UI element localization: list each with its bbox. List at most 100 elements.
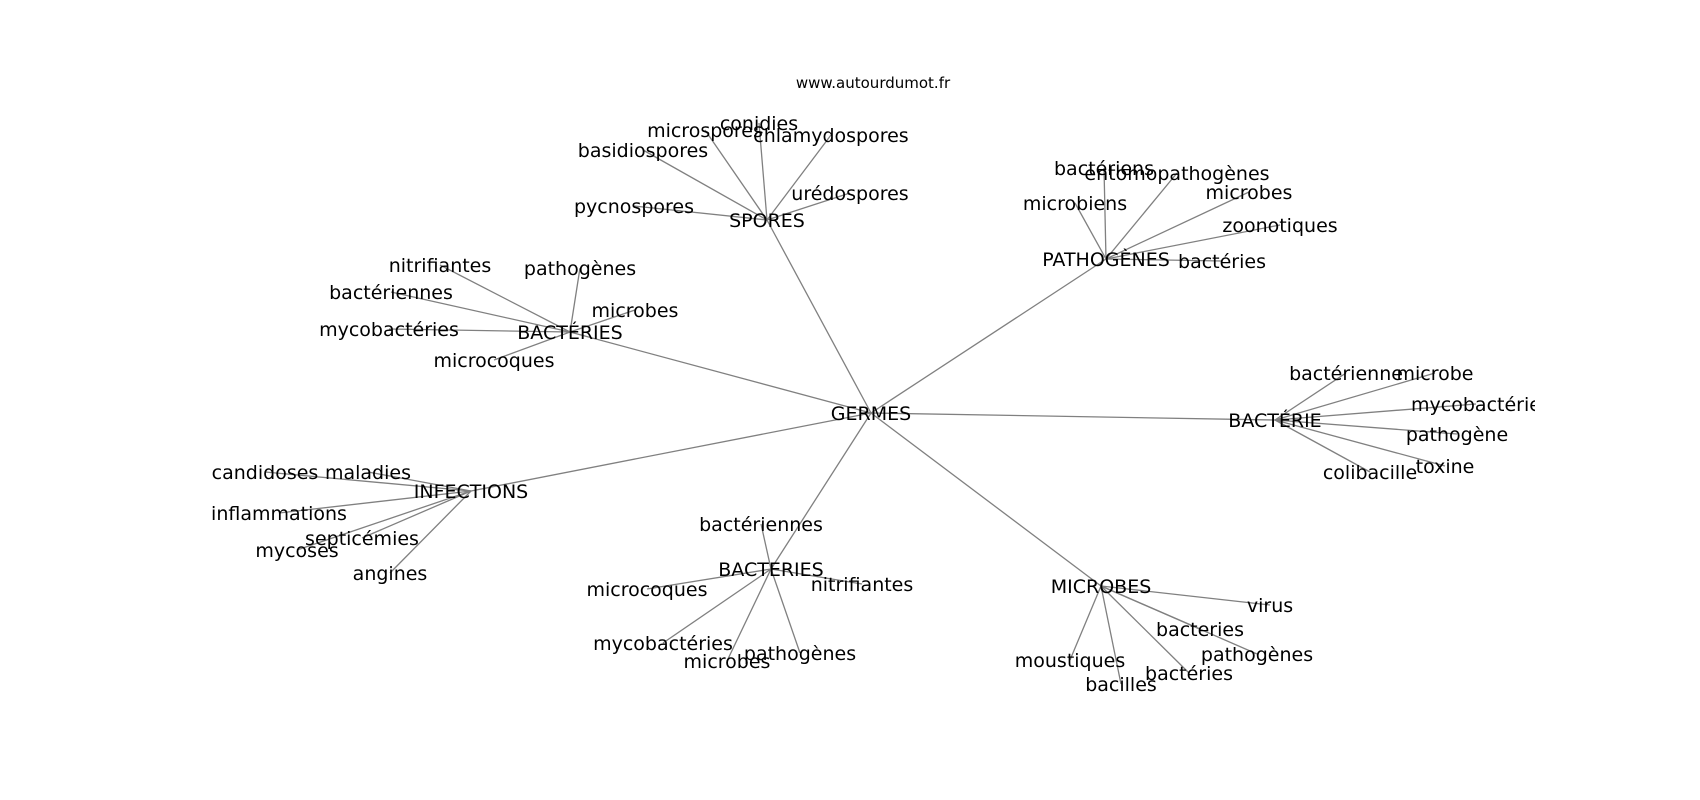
edge-center-to-hub	[470, 412, 872, 492]
leaf-node-label: candidoses	[212, 462, 319, 484]
leaf-node-label: virus	[1247, 595, 1293, 617]
leaf-node-label: microcoques	[433, 350, 554, 372]
leaf-node-label: pathogène	[1406, 424, 1508, 446]
edge-hub-to-leaf	[760, 523, 772, 570]
edge-hub-to-leaf	[389, 490, 472, 574]
leaf-node-label: microbiens	[1023, 193, 1127, 215]
edge-hub-to-leaf	[1103, 167, 1107, 260]
edge-hub-to-leaf	[770, 568, 801, 654]
leaf-node-label: moustiques	[1015, 650, 1126, 672]
edge-hub-to-leaf	[1069, 585, 1102, 661]
leaf-node-label: bactérienne	[1289, 363, 1403, 385]
leaf-node-label: pathogènes	[524, 258, 636, 280]
leaf-node-label: maladies	[325, 462, 411, 484]
edge-center-to-hub	[870, 412, 1276, 421]
edge-hub-to-leaf	[1105, 191, 1250, 260]
leaf-node-label: zoonotiques	[1222, 215, 1337, 237]
leaf-node-label: septicémies	[305, 528, 419, 550]
edge-hub-to-leaf	[1274, 372, 1436, 421]
leaf-node-label: pathogènes	[744, 643, 856, 665]
edge-hub-to-leaf	[642, 149, 768, 221]
leaf-node-label: bacteries	[1156, 619, 1244, 641]
edge-hub-to-leaf	[633, 205, 768, 221]
edge-hub-to-leaf	[1274, 372, 1347, 421]
edge-hub-to-leaf	[569, 309, 636, 333]
edge-hub-to-leaf	[1105, 258, 1223, 262]
edge-hub-to-leaf	[1100, 585, 1122, 685]
edge-hub-to-leaf	[766, 134, 832, 221]
edge-hub-to-leaf	[1100, 585, 1258, 655]
edge-hub-to-leaf	[367, 471, 472, 492]
edge-hub-to-leaf	[1274, 403, 1477, 421]
leaf-node-label: toxine	[1416, 456, 1475, 478]
edge-hub-to-leaf	[1105, 224, 1281, 260]
center-node-label: GERMES	[831, 403, 911, 425]
leaf-node-label: colibacille	[1323, 462, 1417, 484]
source-watermark: www.autourdumot.fr	[796, 74, 951, 92]
leaf-node-label: urédospores	[791, 183, 908, 205]
leaf-node-label: basidiospores	[578, 140, 708, 162]
leaf-node-label: nitrifiantes	[389, 255, 492, 277]
leaf-node-label: chlamydospores	[753, 125, 908, 147]
hub-node-label: INFECTIONS	[414, 481, 528, 503]
hub-node-label: BACTÉRIES	[517, 321, 622, 344]
edge-hub-to-leaf	[766, 192, 851, 221]
hub-node-label: SPORES	[729, 210, 805, 232]
leaf-node-label: microbes	[684, 651, 771, 673]
leaf-node-label: bacilles	[1085, 674, 1157, 696]
leaf-node-label: microbes	[592, 300, 679, 322]
edge-hub-to-leaf	[296, 490, 472, 551]
edge-hub-to-leaf	[1100, 585, 1271, 606]
edge-hub-to-leaf	[439, 264, 571, 333]
edge-center-to-hub	[766, 219, 872, 414]
edge-hub-to-leaf	[1105, 172, 1178, 260]
leaf-node-label: conidies	[720, 113, 798, 135]
edge-hub-to-leaf	[758, 122, 768, 221]
edge-hub-to-leaf	[1274, 419, 1371, 473]
edge-hub-to-leaf	[1074, 202, 1107, 260]
leaf-node-label: microbes	[1206, 182, 1293, 204]
leaf-node-label: bactériennes	[699, 514, 823, 536]
hub-node-label: MICROBES	[1051, 576, 1152, 598]
edge-hub-to-leaf	[361, 490, 472, 539]
edge-hub-to-leaf	[278, 490, 472, 514]
leaf-node-label: nitrifiantes	[811, 574, 914, 596]
leaf-node-label: bactéries	[1145, 663, 1233, 685]
leaf-node-label: mycobactéries	[593, 633, 733, 655]
edge-hub-to-leaf	[646, 568, 772, 590]
leaf-node-label: entomopathogènes	[1084, 163, 1269, 185]
edge-hub-to-leaf	[388, 328, 571, 333]
hub-node-label: BACTÉRIE	[1228, 409, 1321, 432]
edge-center-to-hub	[770, 412, 872, 570]
leaf-node-label: microbe	[1396, 363, 1473, 385]
leaf-node-label: bactéries	[1178, 251, 1266, 273]
leaf-node-label: pathogènes	[1201, 644, 1313, 666]
leaf-node-label: mycobactérie	[1411, 394, 1541, 416]
edge-hub-to-leaf	[493, 331, 571, 361]
leaf-node-label: inflammations	[211, 503, 347, 525]
edge-hub-to-leaf	[569, 267, 581, 333]
edge-center-to-hub	[870, 258, 1107, 414]
leaf-node-label: microspores	[647, 120, 763, 142]
edge-hub-to-leaf	[726, 568, 772, 662]
leaf-node-label: angines	[353, 563, 428, 585]
graph-labels: GERMES SPORES conidiesmicrosporeschlamydos…	[211, 113, 1541, 696]
edge-hub-to-leaf	[1274, 419, 1446, 467]
leaf-node-label: mycoses	[255, 540, 338, 562]
leaf-node-label: pycnospores	[574, 196, 694, 218]
hub-node-label: PATHOGÈNES	[1042, 248, 1170, 271]
edge-center-to-hub	[870, 412, 1102, 587]
edge-hub-to-leaf	[264, 471, 472, 492]
leaf-node-label: microcoques	[586, 579, 707, 601]
edge-hub-to-leaf	[770, 568, 863, 585]
leaf-node-label: bactériens	[1054, 158, 1154, 180]
edge-hub-to-leaf	[1100, 585, 1190, 674]
edge-hub-to-leaf	[390, 291, 571, 333]
edge-hub-to-leaf	[662, 568, 772, 644]
graph-edges	[264, 122, 1477, 685]
leaf-node-label: mycobactéries	[319, 319, 459, 341]
edge-hub-to-leaf	[1274, 419, 1458, 435]
leaf-node-label: bactériennes	[329, 282, 453, 304]
edge-hub-to-leaf	[704, 129, 768, 221]
